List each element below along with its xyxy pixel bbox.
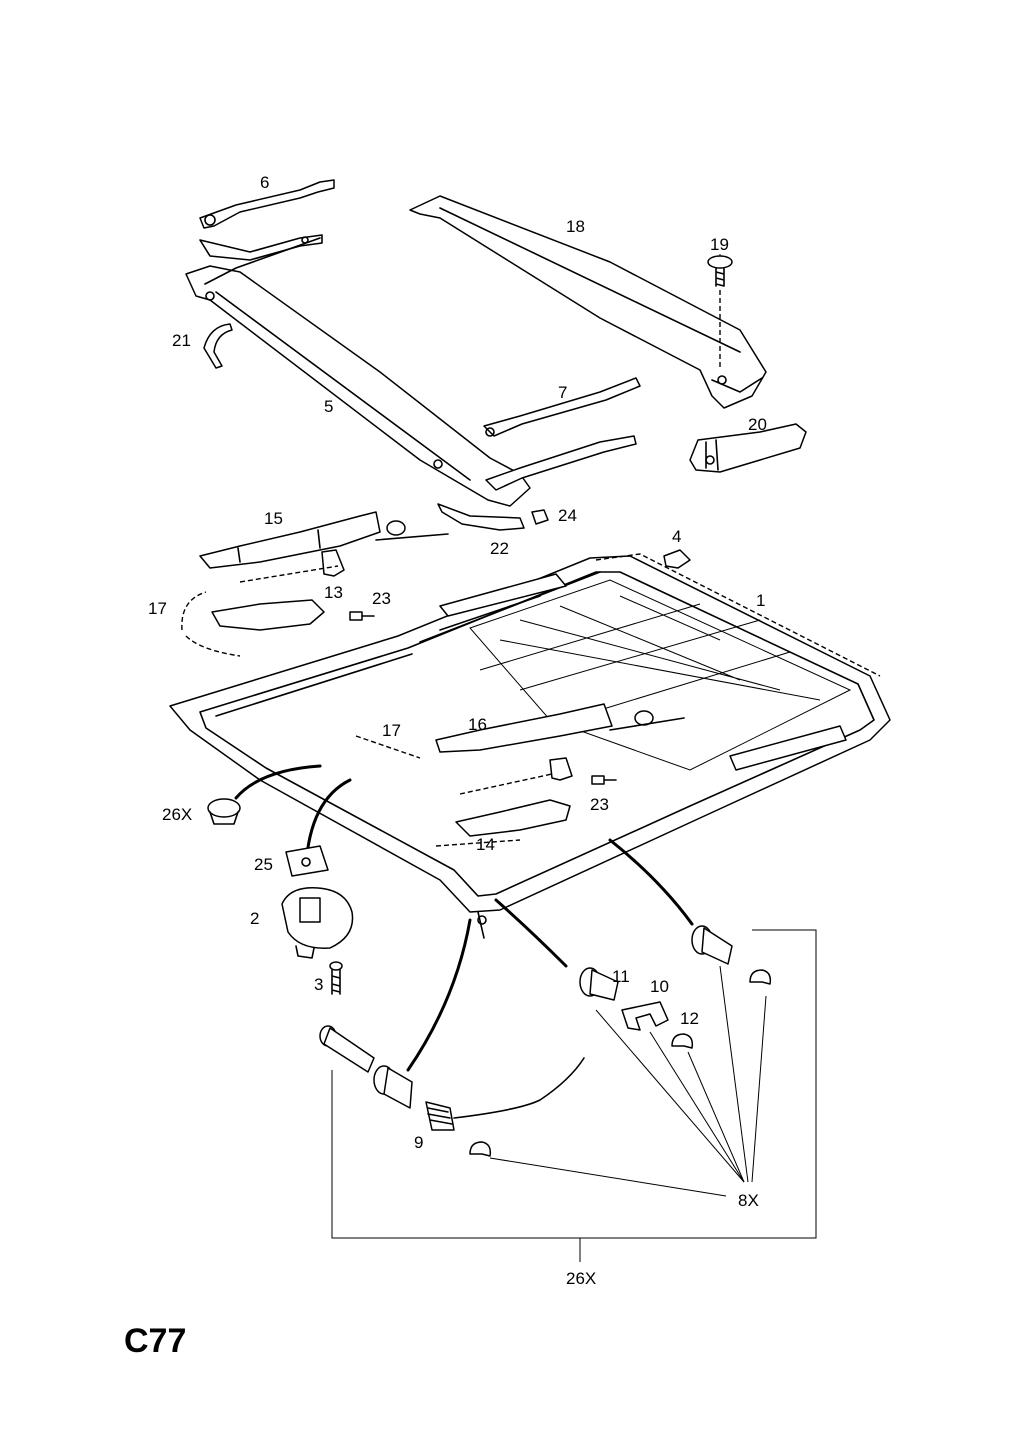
part-21-clip [203,323,233,369]
part-pin [319,1025,375,1073]
callout-21: 21 [172,331,191,350]
callout-10: 10 [650,977,669,996]
callout-9: 9 [414,1133,423,1152]
callout-16: 16 [468,715,487,734]
part-9-spring [425,1057,585,1131]
callout-23-lower: 23 [590,795,609,814]
part-18-frame-rail [409,195,767,409]
part-20-guide-bracket [689,423,807,473]
callout-24: 24 [558,506,577,525]
part-bushing [373,1065,413,1109]
callout-14: 14 [476,835,495,854]
part-12-ring [671,1033,694,1049]
callout-4: 4 [672,527,681,546]
callout-8x: 8X [738,1191,759,1210]
part-25-plate [285,845,329,877]
callout-17-upper: 17 [148,599,167,618]
callout-1: 1 [756,591,765,610]
part-ring-left [469,1141,492,1157]
kit-bracket-26x [331,929,817,1262]
part-17-cable-upper [181,591,241,657]
part-23-screw-lower [591,775,617,785]
part-11-fitting [579,967,619,1001]
part-17-cable-lower [355,735,521,847]
part-13-slider-lower [459,757,573,795]
drain-hose-rear-right [608,838,694,926]
part-7-link-arm [483,377,641,491]
callout-17-lower: 17 [382,721,401,740]
page-code: C77 [124,1322,186,1360]
callout-26x-kit: 26X [566,1269,596,1288]
part-13-slider [211,549,345,631]
callout-3: 3 [314,975,323,994]
part-14-slider-bracket [455,799,571,837]
part-4-clip [663,549,691,569]
callout-7: 7 [558,383,567,402]
callout-15: 15 [264,509,283,528]
part-6-link-arm [199,179,335,261]
callout-20: 20 [748,415,767,434]
callout-12: 12 [680,1009,699,1028]
callout-11: 11 [612,967,630,986]
callout-26x-upper: 26X [162,805,192,824]
callout-13: 13 [324,583,343,602]
part-5-glass-frame [185,237,531,507]
callout-25: 25 [254,855,273,874]
callout-5: 5 [324,397,333,416]
drain-hose-front-right [494,898,568,968]
callout-2: 2 [250,909,259,928]
part-3-screw [329,961,343,995]
part-23-screw-upper [349,611,375,621]
part-fitting-rear [691,925,733,965]
part-ring-rear [749,969,772,985]
part-15-drive-bracket [199,511,449,569]
part-24-nut [531,509,549,525]
part-16-drive-bracket [435,703,685,753]
drain-hose-front-left [406,918,472,1072]
callout-22: 22 [490,539,509,558]
callout-19: 19 [710,235,729,254]
leader-lines-8x [489,965,767,1197]
part-10-clip [621,1001,669,1031]
callout-18: 18 [566,217,585,236]
part-19-screw [707,255,733,370]
callout-23-upper: 23 [372,589,391,608]
part-22-bracket [437,503,525,531]
part-2-motor [281,887,354,959]
callout-6: 6 [260,173,269,192]
